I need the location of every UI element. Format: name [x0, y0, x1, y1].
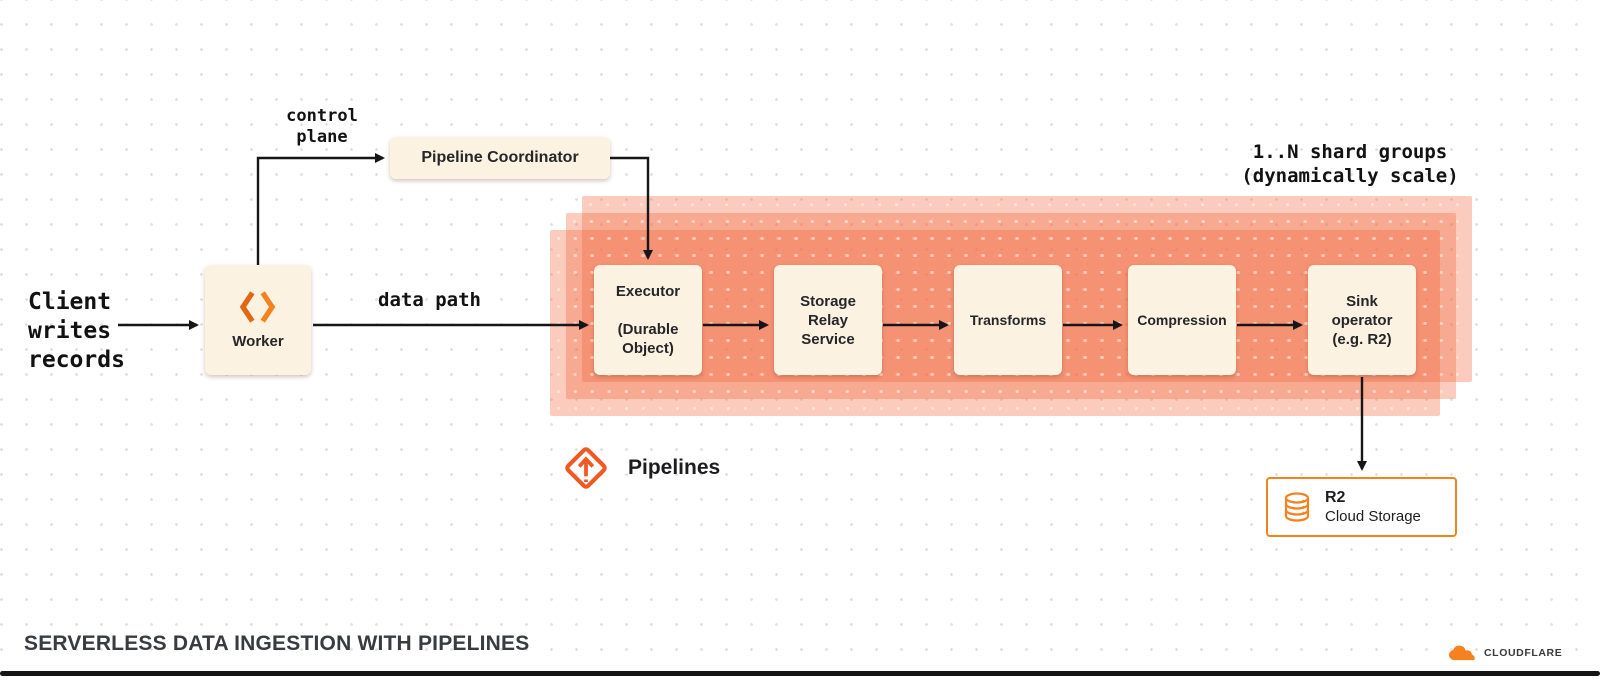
bottom-edge-bar	[0, 671, 1600, 676]
client-writes-records-label: Client writes records	[28, 289, 125, 373]
pipelines-label: Pipelines	[628, 456, 721, 479]
control-plane-label: control plane	[286, 106, 358, 147]
data-path-label: data path	[378, 289, 481, 311]
r2-cloud-storage-node: R2 Cloud Storage	[1266, 477, 1457, 537]
pipeline-coordinator-label: Pipeline Coordinator	[421, 149, 579, 166]
stage-transforms-box: Transforms	[954, 265, 1062, 375]
r2-icon	[1284, 492, 1310, 522]
pipeline-coordinator-node: Pipeline Coordinator	[390, 137, 610, 179]
arrow-worker-to-coordinator	[256, 153, 385, 265]
pipelines-logo-row: Pipelines	[562, 444, 720, 492]
cloudflare-brand-label: CLOUDFLARE	[1484, 647, 1563, 659]
stage-executor-box: Executor (Durable Object)	[594, 265, 702, 375]
worker-label: Worker	[232, 333, 284, 350]
stage-compression-box: Compression	[1128, 265, 1236, 375]
shard-groups-note: 1..N shard groups (dynamically scale)	[1241, 141, 1459, 187]
stage-storage-relay-box: Storage Relay Service	[774, 265, 882, 375]
worker-node: Worker	[205, 265, 311, 375]
workers-icon	[239, 291, 276, 323]
r2-title: R2	[1325, 489, 1346, 506]
shard-group-layer-middle	[566, 213, 1456, 399]
pipelines-icon	[565, 447, 607, 489]
page-title: SERVERLESS DATA INGESTION WITH PIPELINES	[24, 632, 530, 655]
stage-sink-operator-box: Sink operator (e.g. R2)	[1308, 265, 1416, 375]
cloudflare-logo-icon	[1449, 645, 1475, 661]
cloudflare-brand: CLOUDFLARE	[1449, 645, 1562, 661]
r2-subtitle: Cloud Storage	[1325, 508, 1421, 525]
